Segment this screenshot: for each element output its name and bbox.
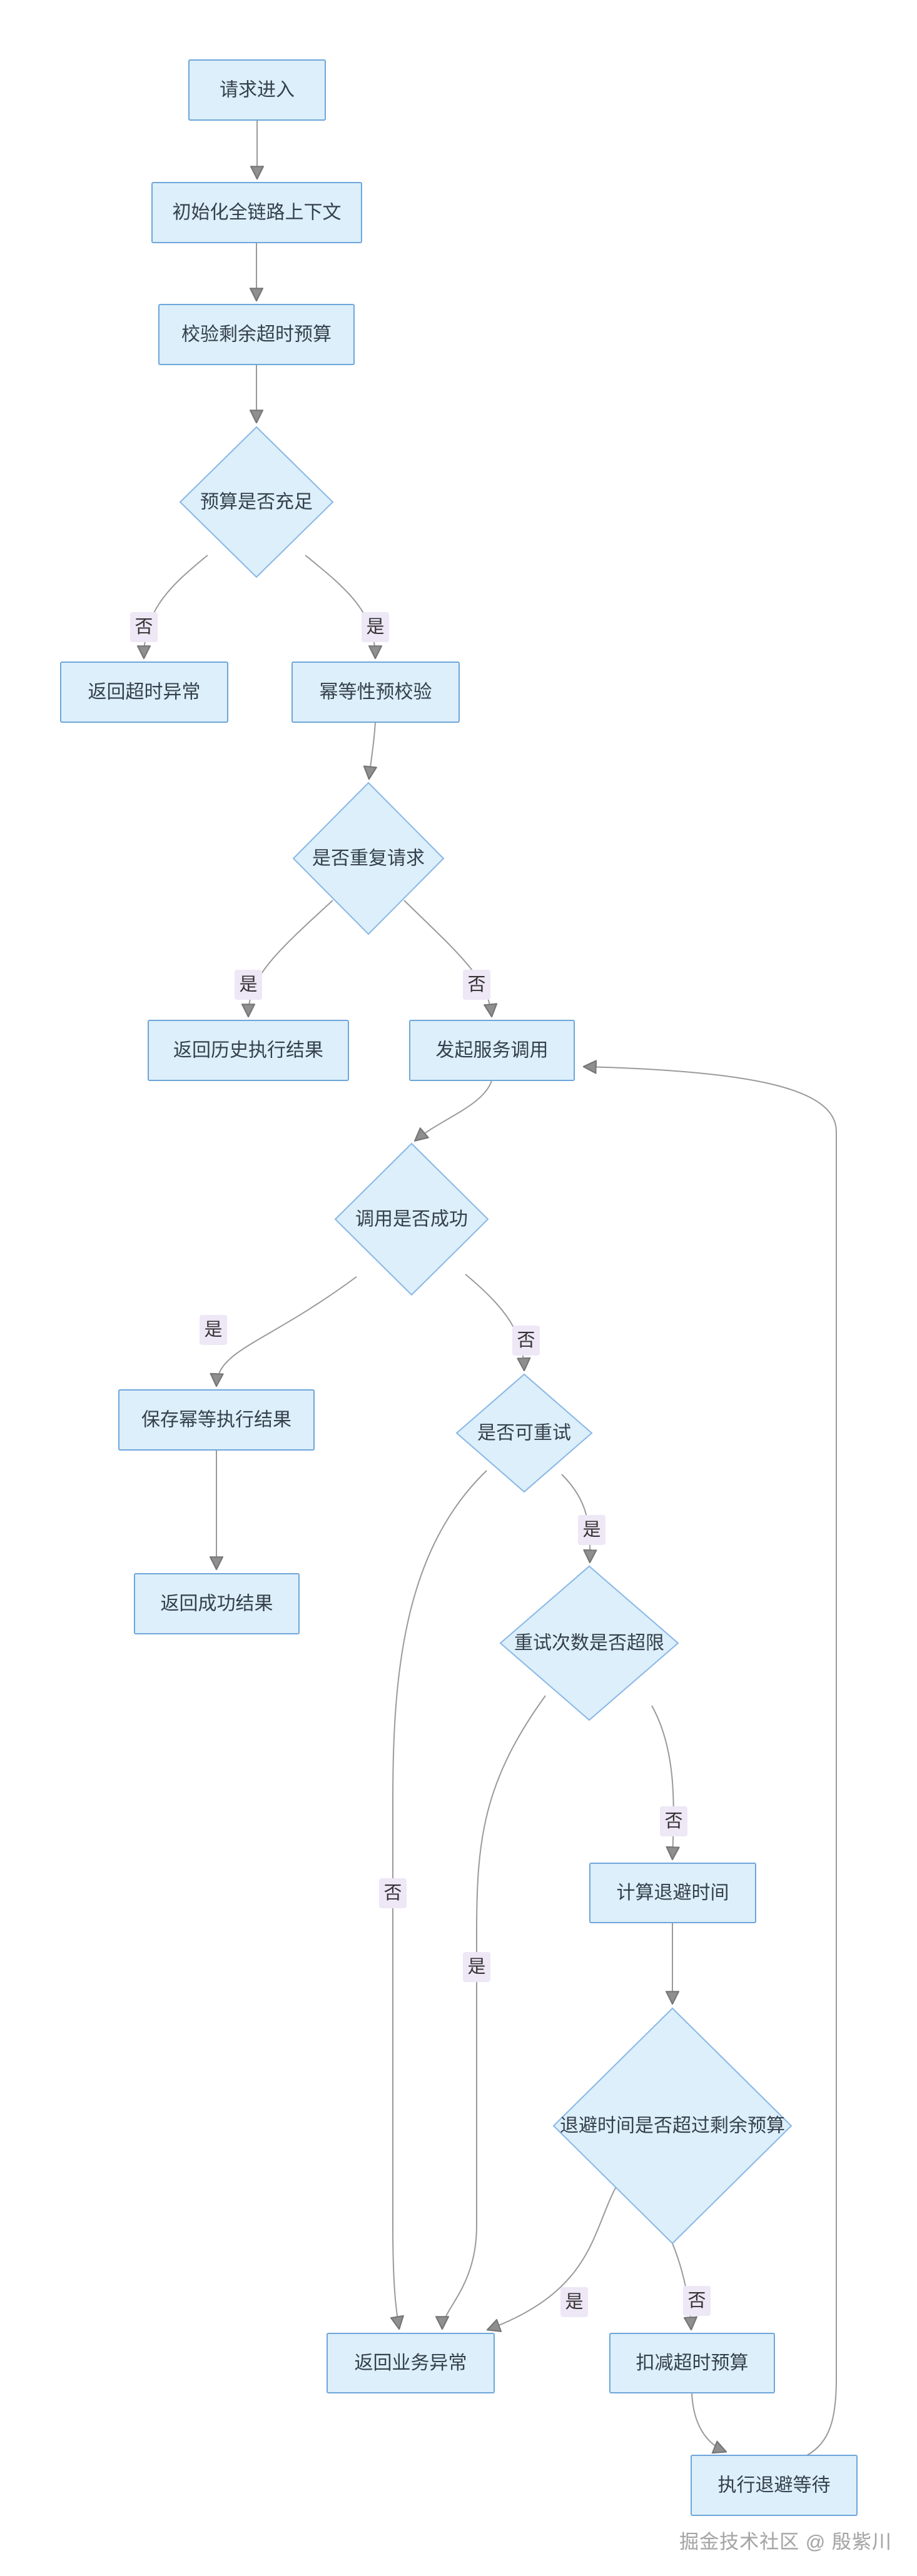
node-return-historical-result: 返回历史执行结果 xyxy=(148,1020,349,1081)
edge-label-is-duplicate-request--return-historical-result: 是 xyxy=(235,970,262,1000)
node-label: 发起服务调用 xyxy=(436,1040,549,1061)
node-call-success: 调用是否成功 xyxy=(334,1142,489,1296)
node-execute-backoff-wait: 执行退避等待 xyxy=(691,2455,858,2516)
node-retryable: 是否可重试 xyxy=(455,1373,593,1493)
edge-label-call-success--retryable: 否 xyxy=(512,1326,540,1356)
node-backoff-exceeds-budget: 退避时间是否超过剩余预算 xyxy=(552,2007,793,2245)
node-label: 是否可重试 xyxy=(477,1423,571,1444)
node-label: 预算是否充足 xyxy=(200,492,313,513)
edge-call-success--retryable xyxy=(465,1274,524,1370)
edge-label-text: 是 xyxy=(467,1957,485,1977)
node-label: 校验剩余超时预算 xyxy=(181,325,332,345)
node-label: 请求进入 xyxy=(220,80,295,101)
node-label: 返回业务异常 xyxy=(355,2353,467,2373)
edge-is-duplicate-request--invoke-service xyxy=(403,900,492,1016)
node-label: 重试次数是否超限 xyxy=(514,1633,664,1654)
edge-retry-limit-exceeded--return-business-exception xyxy=(442,1695,546,2328)
edge-label-text: 否 xyxy=(467,975,485,995)
node-retry-limit-exceeded: 重试次数是否超限 xyxy=(499,1565,679,1721)
edge-backoff-exceeds-budget--deduct-timeout-budget xyxy=(672,2243,691,2329)
edge-label-retry-limit-exceeded--calc-backoff-time: 否 xyxy=(660,1806,687,1836)
edge-call-success--save-idempotent-result xyxy=(216,1276,357,1386)
node-is-duplicate-request: 是否重复请求 xyxy=(292,782,445,935)
edge-label-text: 否 xyxy=(517,1331,535,1351)
node-check-timeout-budget: 校验剩余超时预算 xyxy=(158,304,355,365)
edge-label-retry-limit-exceeded--return-business-exception: 是 xyxy=(463,1952,490,1982)
node-label: 退避时间是否超过剩余预算 xyxy=(560,2116,785,2136)
edge-label-text: 是 xyxy=(239,975,257,995)
edge-label-budget-sufficient--return-timeout-exception: 否 xyxy=(130,612,158,642)
node-invoke-service: 发起服务调用 xyxy=(409,1020,575,1081)
node-label: 调用是否成功 xyxy=(355,1209,468,1230)
edge-label-call-success--save-idempotent-result: 是 xyxy=(200,1315,227,1345)
node-calc-backoff-time: 计算退避时间 xyxy=(589,1863,756,1923)
node-save-idempotent-result: 保存幂等执行结果 xyxy=(118,1389,315,1451)
node-label: 计算退避时间 xyxy=(617,1883,729,1903)
node-return-business-exception: 返回业务异常 xyxy=(327,2333,495,2393)
node-budget-sufficient: 预算是否充足 xyxy=(179,426,334,578)
edge-is-duplicate-request--return-historical-result xyxy=(248,900,333,1016)
node-label: 是否重复请求 xyxy=(312,848,425,869)
edge-label-text: 是 xyxy=(582,1520,600,1540)
node-return-timeout-exception: 返回超时异常 xyxy=(60,662,228,723)
edge-label-retryable--retry-limit-exceeded: 是 xyxy=(578,1515,605,1545)
edge-backoff-exceeds-budget--return-business-exception xyxy=(488,2183,619,2330)
edge-label-text: 否 xyxy=(383,1883,402,1903)
node-request-enter: 请求进入 xyxy=(188,59,326,121)
edge-label-text: 是 xyxy=(366,617,384,637)
edge-label-retryable--return-business-exception: 否 xyxy=(379,1878,407,1908)
node-label: 执行退避等待 xyxy=(718,2475,831,2496)
node-label: 返回历史执行结果 xyxy=(173,1040,323,1061)
edge-label-backoff-exceeds-budget--return-business-exception: 是 xyxy=(560,2287,588,2317)
edge-budget-sufficient--return-timeout-exception xyxy=(144,555,208,658)
edge-label-text: 否 xyxy=(664,1811,682,1831)
edge-retryable--return-business-exception xyxy=(393,1470,487,2328)
edge-idempotency-precheck--is-duplicate-request xyxy=(369,722,375,778)
edge-label-text: 否 xyxy=(687,2291,706,2311)
edge-invoke-service--call-success xyxy=(415,1080,492,1140)
node-label: 保存幂等执行结果 xyxy=(141,1410,291,1431)
node-label: 扣减超时预算 xyxy=(636,2353,749,2373)
edge-label-text: 是 xyxy=(204,1320,222,1340)
edge-label-text: 否 xyxy=(134,617,153,637)
edge-label-is-duplicate-request--invoke-service: 否 xyxy=(463,970,490,1000)
node-init-context: 初始化全链路上下文 xyxy=(151,182,362,243)
edge-label-backoff-exceeds-budget--deduct-timeout-budget: 否 xyxy=(683,2286,711,2316)
watermark-text: 掘金技术社区 @ 殷紫川 xyxy=(679,2531,892,2553)
node-idempotency-precheck: 幂等性预校验 xyxy=(291,662,460,723)
edge-deduct-timeout-budget--execute-backoff-wait xyxy=(691,2392,726,2452)
node-return-success-result: 返回成功结果 xyxy=(134,1573,300,1634)
node-label: 返回超时异常 xyxy=(88,682,201,703)
edge-label-budget-sufficient--idempotency-precheck: 是 xyxy=(362,612,389,642)
node-deduct-timeout-budget: 扣减超时预算 xyxy=(609,2333,775,2393)
edge-retry-limit-exceeded--calc-backoff-time xyxy=(651,1705,674,1859)
node-label: 初始化全链路上下文 xyxy=(173,203,342,223)
edge-budget-sufficient--idempotency-precheck xyxy=(305,555,375,658)
edge-label-text: 是 xyxy=(565,2292,583,2312)
node-label: 幂等性预校验 xyxy=(320,682,432,703)
edge-execute-backoff-wait--invoke-service xyxy=(584,1067,837,2456)
node-label: 返回成功结果 xyxy=(161,1594,273,1614)
